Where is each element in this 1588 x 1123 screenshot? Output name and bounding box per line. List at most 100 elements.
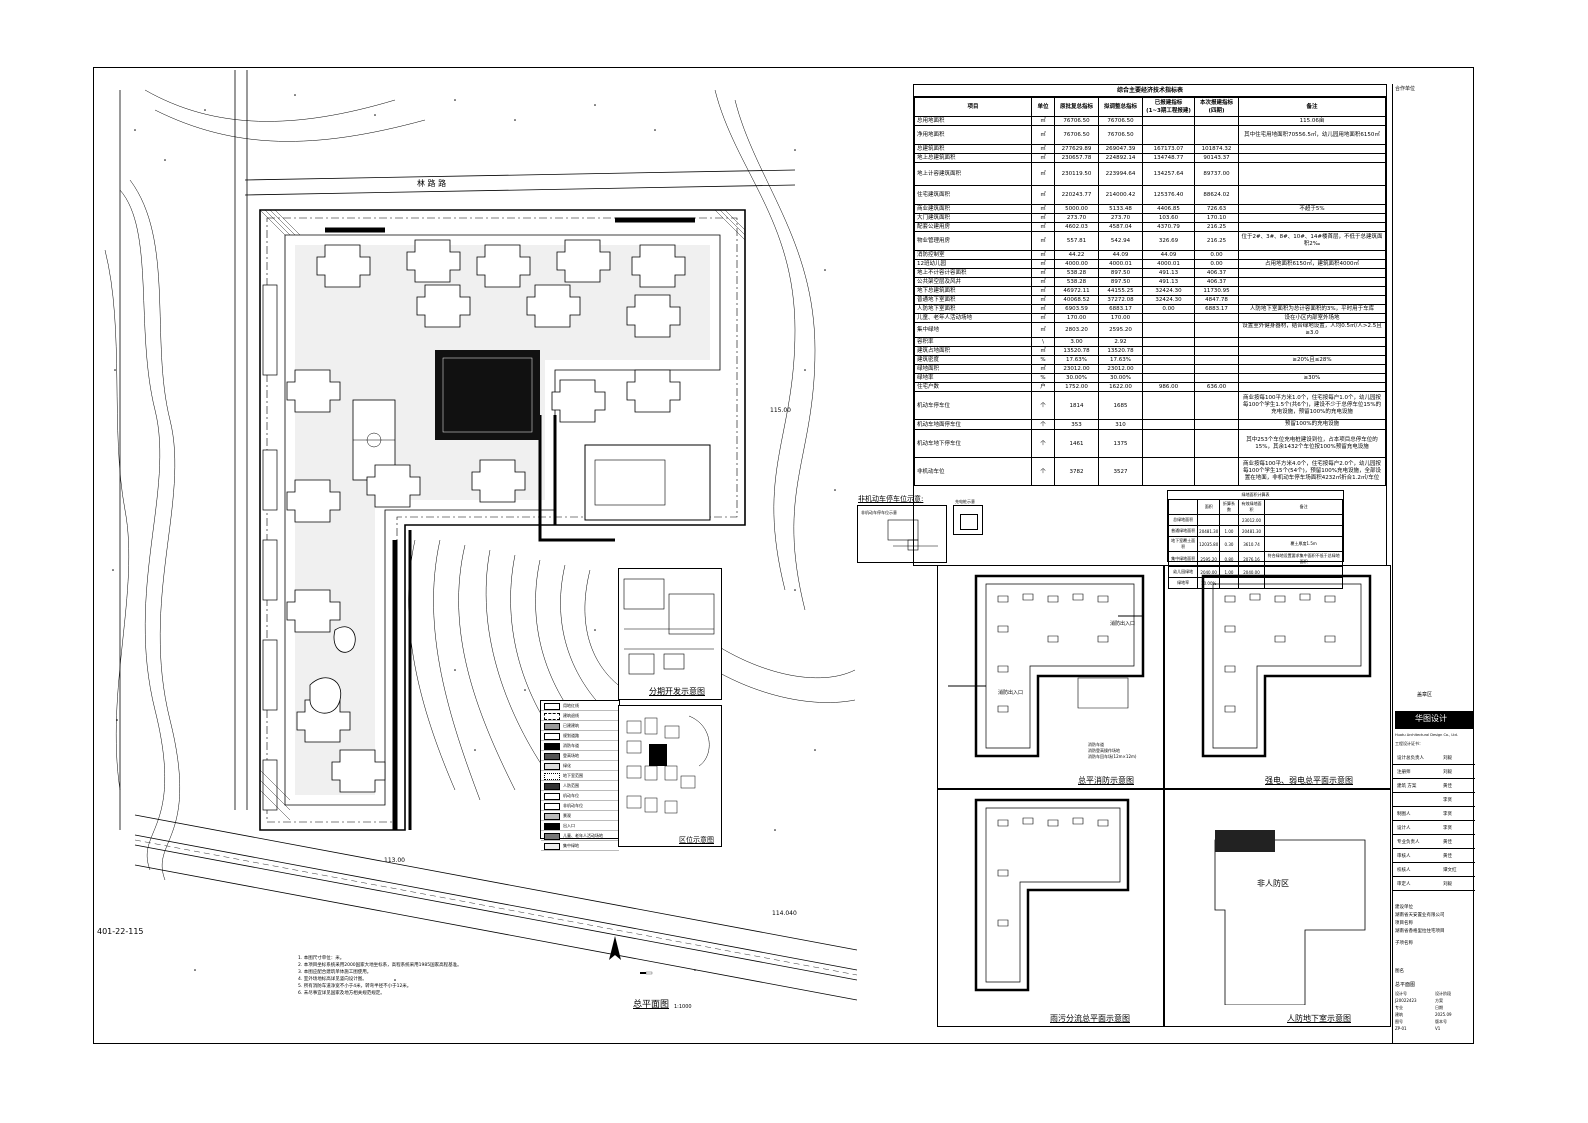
green-header-cell: 有效绿地面积: [1237, 499, 1266, 515]
econ-cell: 32424.30: [1142, 295, 1195, 305]
econ-cell: 机动车地面停车位: [914, 419, 1032, 430]
econ-cell: 4587.04: [1098, 222, 1143, 232]
econ-cell: 224892.14: [1098, 153, 1143, 163]
econ-cell: 4847.78: [1194, 295, 1239, 305]
client-label: 建设单位: [1395, 905, 1413, 910]
role-person: 刘毅: [1443, 770, 1452, 775]
econ-cell: 个: [1031, 391, 1055, 420]
econ-cell: 5133.48: [1098, 204, 1143, 214]
company-name: 华图设计: [1415, 714, 1447, 723]
company-sub: Huatu Architectural Design Co., Ltd.: [1395, 733, 1458, 737]
green-cell: 0.80: [1219, 551, 1239, 567]
green-cell: [1264, 514, 1343, 526]
road-label: 林 路 路: [417, 179, 447, 188]
version: V1: [1435, 1026, 1441, 1031]
econ-cell: 11730.95: [1194, 286, 1239, 296]
role-title: 校核人: [1397, 868, 1411, 873]
role-title: 设计总负责人: [1397, 756, 1424, 761]
econ-cell: 净用地面积: [914, 125, 1032, 145]
econ-cell: ㎡: [1031, 259, 1055, 269]
note-line: 3. 本图应配合建筑单体施工图使用。: [298, 970, 372, 975]
econ-cell: 636.00: [1194, 382, 1239, 392]
econ-cell: 4000.01: [1098, 259, 1143, 269]
econ-cell: [1238, 222, 1386, 232]
phase: 方案: [1435, 998, 1443, 1003]
econ-cell: 非机动车位: [914, 457, 1032, 486]
econ-cell: 商业建筑面积: [914, 204, 1032, 214]
green-cell: 20481.30: [1237, 525, 1266, 537]
econ-header-cell: 备注: [1238, 97, 1386, 117]
econ-cell: [1142, 125, 1195, 145]
econ-cell: 公共架空层及风井: [914, 277, 1032, 287]
econ-cell: 3527: [1098, 457, 1143, 486]
econ-cell: 5000.00: [1054, 204, 1099, 214]
econ-cell: 建筑密度: [914, 355, 1032, 365]
green-cell: 3610.74: [1237, 536, 1266, 552]
econ-cell: ㎡: [1031, 286, 1055, 296]
note-line: 6. 未尽事宜详见国家及地方相关规范规定。: [298, 991, 385, 996]
site-plan: [95, 70, 857, 1042]
location-inset: 区位示意图: [618, 705, 722, 847]
role-title: 注册师: [1397, 770, 1411, 775]
econ-cell: [1194, 313, 1239, 323]
econ-cell: 170.00: [1098, 313, 1143, 323]
econ-cell: 消防控制室: [914, 250, 1032, 260]
econ-cell: 220243.77: [1054, 185, 1099, 205]
elevation-label: 115.00: [770, 407, 791, 414]
econ-cell: 326.69: [1142, 231, 1195, 251]
company-logo: 华图设计: [1395, 711, 1473, 729]
econ-cell: 538.28: [1054, 277, 1099, 287]
legend-item: 人防范围: [541, 781, 619, 791]
drawing-name: 总平面图: [1395, 982, 1416, 988]
green-cell: 1.00: [1219, 525, 1239, 537]
econ-cell: [1238, 382, 1386, 392]
econ-cell: \: [1031, 337, 1055, 347]
econ-cell: 726.63: [1194, 204, 1239, 214]
econ-cell: 商业按每100平方米4.0个，住宅按每户2.0个，幼儿园按每100个学生15个(…: [1238, 457, 1386, 486]
note-line: 4. 室外场地标高详见竖向设计图。: [298, 977, 367, 982]
econ-cell: 90143.37: [1194, 153, 1239, 163]
role-person: 李贤: [1443, 812, 1452, 817]
legend-item: 集中绿地: [541, 841, 619, 851]
econ-cell: 配套公建用房: [914, 222, 1032, 232]
fire-entry-label: 消防出入口: [998, 690, 1024, 696]
econ-cell: 101874.32: [1194, 144, 1239, 154]
role-row: 设计总负责人刘毅: [1393, 751, 1475, 765]
econ-cell: 491.13: [1142, 268, 1195, 278]
econ-cell: 4602.03: [1054, 222, 1099, 232]
fire-legend-item: 消防车道: [1088, 742, 1104, 747]
green-cell: [1219, 514, 1239, 526]
econ-cell: ㎡: [1031, 144, 1055, 154]
location-title: 区位示意图: [679, 836, 714, 844]
econ-header-cell: 单位: [1031, 97, 1055, 117]
econ-cell: 不超于5%: [1238, 204, 1386, 214]
econ-cell: 406.37: [1194, 277, 1239, 287]
econ-cell: 4000.01: [1142, 259, 1195, 269]
econ-cell: [1238, 337, 1386, 347]
econ-cell: 406.37: [1194, 268, 1239, 278]
econ-cell: 集中绿地: [914, 322, 1032, 338]
legend-item: 地下室范围: [541, 771, 619, 781]
econ-header-cell: 原批复总指标: [1054, 97, 1099, 117]
econ-cell: 23012.00: [1098, 364, 1143, 374]
econ-cell: 绿地率: [914, 373, 1032, 383]
client-name: 湖南省天安置业有限公司: [1395, 913, 1445, 918]
power-diagram: [1201, 574, 1372, 758]
econ-cell: 3.00: [1054, 337, 1099, 347]
econ-cell: 机动车地下停车位: [914, 429, 1032, 458]
econ-cell: 2.92: [1098, 337, 1143, 347]
econ-cell: 其中253个车位充电桩建设到位，占本项目总停车位的15%，其余1432个车位按1…: [1238, 429, 1386, 458]
fire-diagram-title: 总平消防示意图: [1078, 776, 1134, 785]
project-label: 项目名称: [1395, 921, 1413, 926]
